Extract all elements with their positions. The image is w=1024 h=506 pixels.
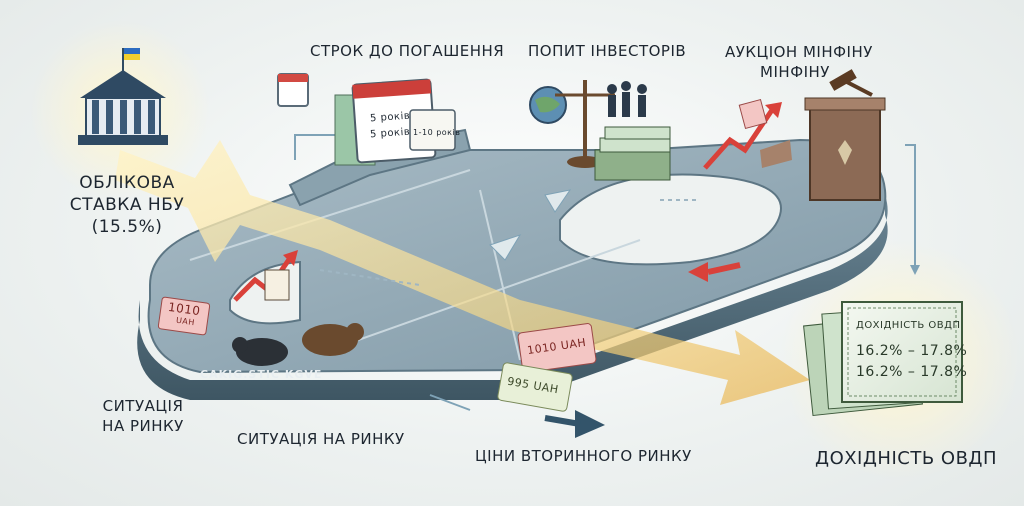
bear-icon xyxy=(302,323,364,356)
calendar-small: 1-10 років xyxy=(413,128,461,137)
road-arrow-1 xyxy=(489,234,522,261)
left-price-tag-icon xyxy=(157,296,211,336)
nbu-rate-line2: СТАВКА НБУ xyxy=(69,195,185,215)
road-top xyxy=(147,138,887,374)
dashed-guides xyxy=(319,199,700,286)
yield-doc-line1: 16.2% – 17.8% xyxy=(856,343,968,359)
money-stack-icon xyxy=(594,126,671,181)
calendar-icon-small xyxy=(277,73,309,107)
auction-group-icon xyxy=(703,69,886,201)
nbu-rate-label: ОБЛІКОВА СТАВКА НБУ (15.5%) xyxy=(62,172,192,238)
auction-line1: АУКЦІОН МІНФІНУ xyxy=(725,43,873,61)
ovdp-yield-label: ДОХІДНІСТЬ ОВДП xyxy=(815,448,998,469)
dark-arrow-shaft xyxy=(544,415,581,427)
lower-price-tag-icon xyxy=(497,362,573,412)
investor-demand-label: ПОПИТ ІНВЕСТОРІВ xyxy=(528,42,687,60)
arrow-head-3 xyxy=(575,410,605,438)
auction-label: АУКЦІОН МІНФІНУ МІНФІНУ xyxy=(725,42,873,82)
red-trend-arrow-icon xyxy=(703,108,775,170)
yield-doc-title: ДОХІДНІСТЬ ОВДП xyxy=(856,320,961,331)
road-side-text: CAKIG.STIC KGVE xyxy=(200,368,323,381)
nbu-rate-line1: ОБЛІКОВА xyxy=(79,173,175,193)
bull-icon xyxy=(232,337,288,366)
arrow-head-2 xyxy=(910,265,920,275)
trident-icon xyxy=(838,140,852,165)
market-left-line2: НА РИНКУ xyxy=(102,417,184,435)
investors-group-icon xyxy=(529,80,671,181)
secondary-prices-label: ЦІНИ ВТОРИННОГО РИНКУ xyxy=(475,447,692,465)
auction-price-tag-icon xyxy=(738,98,768,130)
flag-blue xyxy=(124,48,140,54)
flag-yellow xyxy=(124,54,140,60)
flow-arrow xyxy=(115,140,810,405)
market-center-label: СИТУАЦІЯ НА РИНКУ xyxy=(237,430,405,448)
maturity-label: СТРОК ДО ПОГАШЕННЯ xyxy=(310,42,505,60)
auction-line2: МІНФІНУ xyxy=(760,63,830,81)
market-left-label: СИТУАЦІЯ НА РИНКУ xyxy=(88,396,198,436)
market-left-icons xyxy=(157,250,364,366)
nbu-building-icon xyxy=(78,48,168,145)
yield-doc-line2: 16.2% – 17.8% xyxy=(856,364,968,380)
connector-arrows xyxy=(294,134,916,411)
nbu-rate-value: (15.5%) xyxy=(91,217,163,237)
center-price-tag-icon xyxy=(517,323,597,373)
market-left-line1: СИТУАЦІЯ xyxy=(102,397,184,415)
road-arrow-2 xyxy=(544,189,572,213)
calendar-stack-icon xyxy=(334,78,456,166)
red-left-arrow xyxy=(688,262,708,282)
red-arrow-shaft xyxy=(707,262,741,275)
yield-documents-icon xyxy=(803,301,963,417)
gavel-icon xyxy=(829,69,873,97)
